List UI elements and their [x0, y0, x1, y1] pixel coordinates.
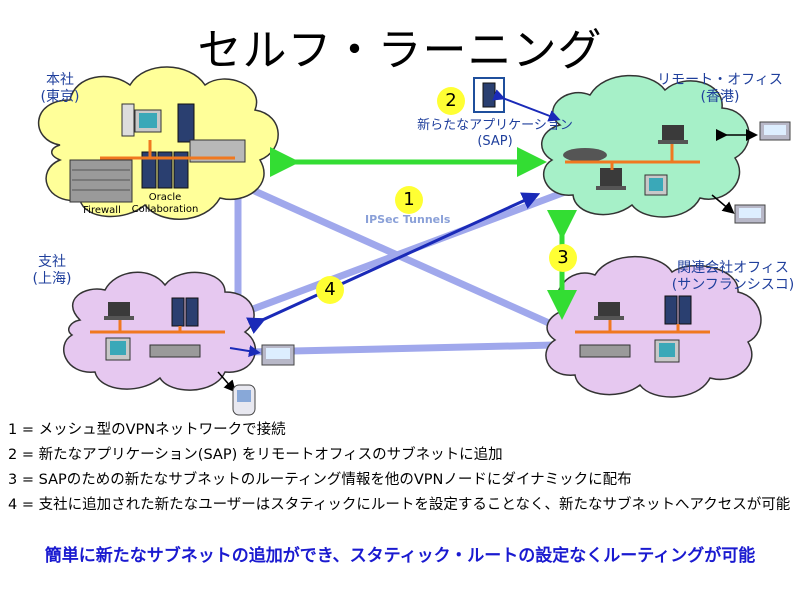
branch-server-icon	[171, 297, 185, 327]
branch-external-devices	[217, 344, 295, 416]
affiliate-cloud	[545, 255, 762, 398]
oracle-label-line1: Oracle	[148, 192, 182, 203]
hq-name: 本社	[46, 72, 74, 88]
remote-router-icon	[563, 148, 607, 162]
branch-router-icon	[149, 344, 201, 358]
blue-link-branch-remote	[246, 192, 541, 334]
notes-list: 1 = メッシュ型のVPNネットワークで接続 2 = 新たなアプリケーション(S…	[8, 418, 798, 515]
note-4: 4 = 支社に追加された新たなユーザーはスタティックにルートを設定することなく、…	[8, 497, 791, 513]
affiliate-router-icon	[579, 344, 631, 358]
remote-laptop-icon	[662, 125, 684, 140]
hq-location: (東京)	[40, 89, 80, 105]
badge-2: 2	[437, 87, 465, 115]
badge-4: 4	[316, 276, 344, 304]
remote-pc-icon	[600, 168, 622, 186]
affiliate-location: (サンフランシスコ)	[671, 277, 795, 293]
sap-label-line2: (SAP)	[477, 134, 513, 149]
note-1: 1 = メッシュ型のVPNネットワークで接続	[8, 422, 286, 438]
tunnel-branch-affiliate	[249, 341, 556, 356]
oracle-label-line2: Collaboration	[131, 204, 199, 215]
branch-location: (上海)	[32, 271, 72, 287]
summary-text: 簡単に新たなサブネットの追加ができ、スタティック・ルートの設定なくルーティングが…	[44, 546, 756, 566]
oracle-label: Oracle Collaboration	[130, 192, 200, 216]
affiliate-label: 関連会社オフィス (サンフランシスコ)	[668, 260, 798, 294]
hq-cloud	[37, 66, 279, 220]
affiliate-server-icon	[664, 295, 678, 325]
branch-laptop-icon	[108, 302, 130, 316]
affiliate-name: 関連会社オフィス	[677, 260, 789, 276]
branch-name: 支社	[38, 254, 66, 270]
firewall-icon	[69, 159, 133, 203]
sap-label-line1: 新らたなアプリケーション	[417, 118, 573, 133]
remote-label: リモート・オフィス (香港)	[655, 72, 785, 106]
hq-tower-icon	[121, 103, 135, 137]
remote-name: リモート・オフィス	[657, 72, 783, 88]
sap-server	[473, 77, 561, 122]
remote-external-devices	[711, 121, 791, 224]
hq-label: 本社 (東京)	[30, 72, 90, 106]
ipsec-tunnels-label: IPSec Tunnels	[365, 213, 451, 226]
branch-cloud	[63, 271, 256, 391]
branch-label: 支社 (上海)	[22, 254, 82, 288]
sap-label: 新らたなアプリケーション (SAP)	[410, 118, 580, 150]
remote-location: (香港)	[700, 89, 740, 105]
note-2: 2 = 新たなアプリケーション(SAP) をリモートオフィスのサブネットに追加	[8, 447, 503, 463]
firewall-label: Firewall	[83, 205, 121, 216]
remote-cloud	[541, 74, 750, 218]
note-3: 3 = SAPのための新たなサブネットのルーティング情報を他のVPNノードにダイ…	[8, 472, 632, 488]
affiliate-laptop-icon	[598, 302, 620, 316]
page-title: セルフ・ラーニング	[197, 25, 603, 76]
badge-1: 1	[395, 186, 423, 214]
hq-server-icon	[177, 103, 195, 143]
sap-server-icon	[482, 82, 496, 108]
badge-3: 3	[549, 244, 577, 272]
